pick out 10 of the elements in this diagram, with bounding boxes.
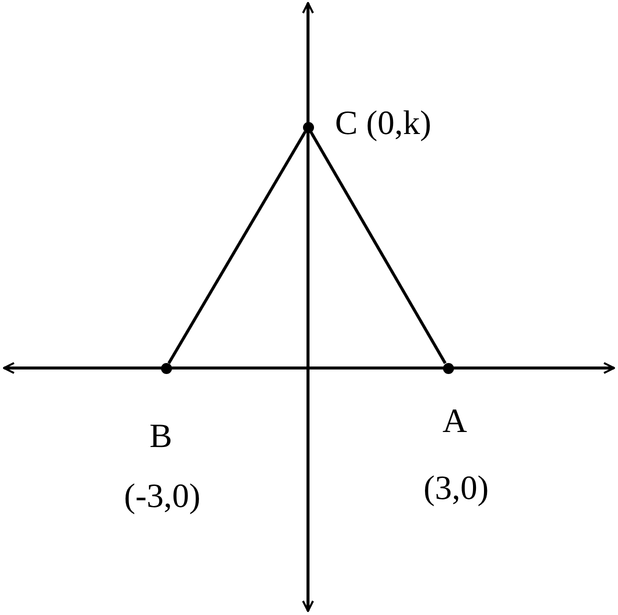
triangle-side xyxy=(168,130,306,364)
point-label: A xyxy=(442,403,468,441)
point-label: C (0,k) xyxy=(335,105,432,143)
point-dot xyxy=(302,122,314,132)
point-dot xyxy=(442,362,454,374)
triangle-side xyxy=(309,131,447,364)
point-dot xyxy=(160,362,172,374)
coordinate-label: (-3,0) xyxy=(124,478,200,516)
point-label: B xyxy=(150,418,172,456)
coordinate-label: (3,0) xyxy=(424,470,489,508)
